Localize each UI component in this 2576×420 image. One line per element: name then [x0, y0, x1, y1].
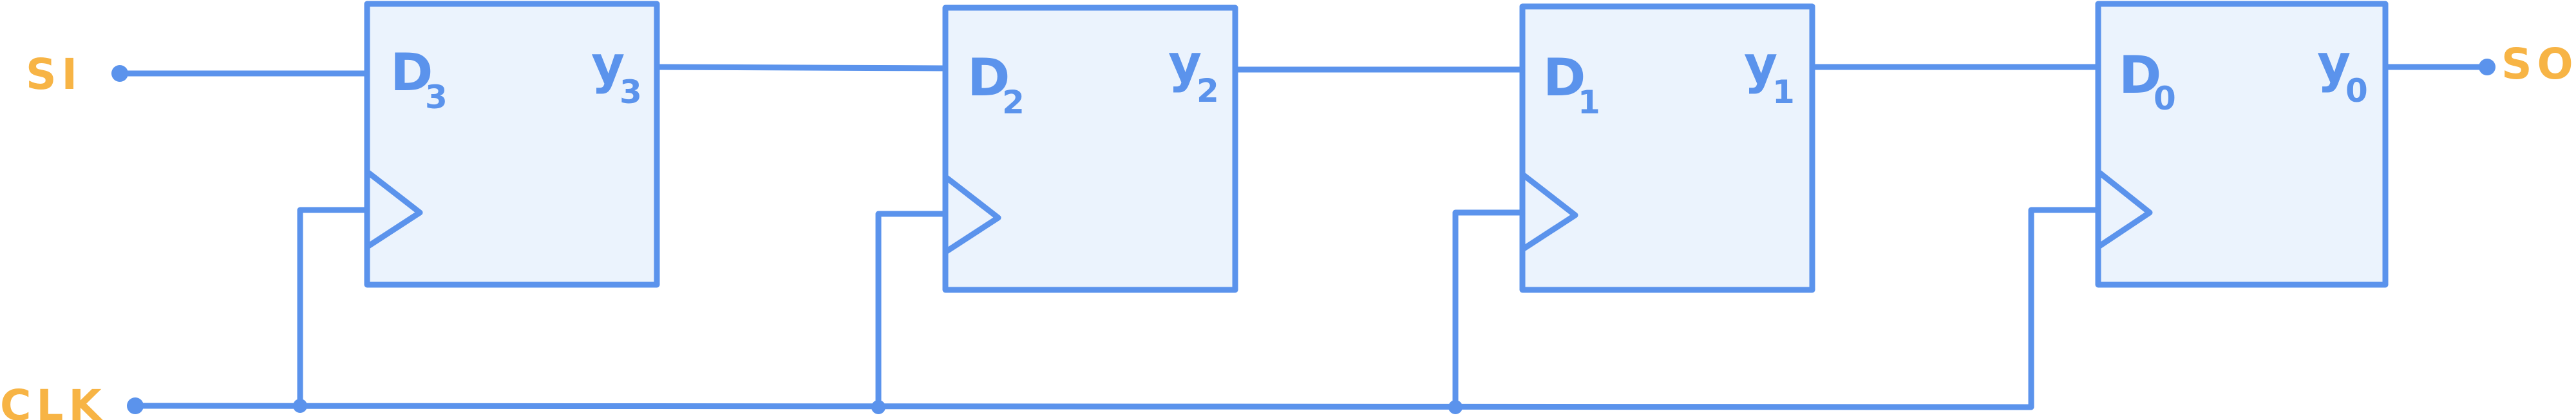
- flipflop-3: D 3 y 3: [364, 1, 660, 288]
- flipflop-0-y-subscript: 0: [2345, 72, 2368, 110]
- flipflop-2-y-label: y: [1168, 33, 1202, 93]
- flipflop-3-d-subscript: 3: [425, 79, 448, 116]
- clock-branch-3: [297, 207, 370, 409]
- clock-terminal: [127, 397, 144, 414]
- clock-branch-2: [875, 211, 949, 410]
- clock-junction-1: [1448, 400, 1463, 414]
- flipflop-1: D 1 y 1: [1519, 3, 1815, 293]
- flipflop-0-box: [2095, 1, 2389, 288]
- flipflop-3-y-label: y: [591, 35, 625, 95]
- flipflop-3-clock-triangle: [366, 170, 423, 249]
- flipflop-1-d-label: D: [1543, 48, 1586, 108]
- flipflop-2-box: [942, 5, 1238, 293]
- flipflop-3-y-subscript: 3: [620, 73, 642, 111]
- clock-junction-2: [871, 400, 886, 414]
- serial-out-label: SO: [2501, 39, 2576, 89]
- flipflop-1-y-label: y: [1744, 35, 1777, 95]
- serial-in-terminal: [111, 65, 128, 82]
- clock-junction-3: [293, 399, 307, 413]
- clock-label: CLK: [0, 381, 107, 420]
- flipflop-0-d-label: D: [2119, 45, 2161, 105]
- flipflop-3-d-label: D: [390, 43, 433, 102]
- flipflop-0-y-label: y: [2317, 33, 2351, 93]
- flipflop-2-d-label: D: [967, 48, 1010, 108]
- flipflop-1-y-subscript: 1: [1772, 73, 1795, 111]
- flipflop-2-d-subscript: 2: [1002, 84, 1025, 121]
- flipflop-0-d-subscript: 0: [2154, 80, 2176, 117]
- wire-y3-to-d2: [654, 64, 949, 72]
- serial-in-label: SI: [26, 50, 82, 99]
- flipflop-1-clock-triangle: [1522, 173, 1578, 251]
- flipflop-2-y-subscript: 2: [1197, 72, 1219, 110]
- flipflop-0-clock-triangle: [2098, 170, 2153, 249]
- flipflop-0: D 0 y 0: [2095, 1, 2389, 288]
- clock-bus: [132, 207, 2101, 410]
- serial-out-terminal: [2479, 59, 2496, 75]
- clock-branch-1: [1452, 209, 1526, 410]
- flipflop-2-clock-triangle: [945, 175, 1001, 254]
- flipflop-1-d-subscript: 1: [1578, 84, 1600, 121]
- flipflop-1-box: [1519, 3, 1815, 293]
- flipflop-2: D 2 y 2: [942, 5, 1238, 293]
- flipflop-3-box: [364, 1, 660, 288]
